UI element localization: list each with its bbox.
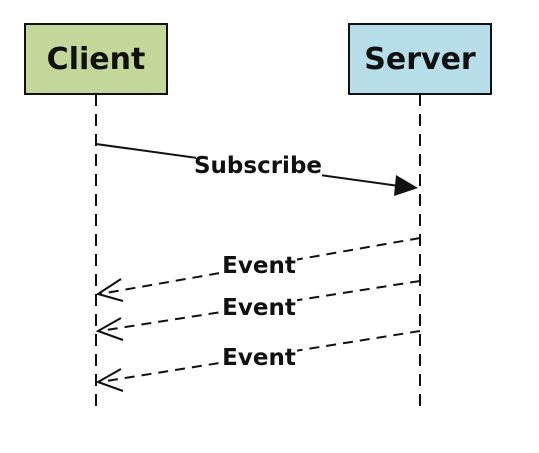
message-event-2: Event (95, 280, 421, 341)
client-actor: Client (24, 23, 168, 95)
event-2-label-bg (221, 292, 297, 322)
event-2-arrowhead (95, 317, 124, 341)
subscribe-arrowhead (394, 175, 418, 196)
server-label: Server (364, 42, 476, 77)
client-box (24, 23, 168, 95)
event-3-label: Event (222, 345, 296, 371)
client-label: Client (47, 42, 146, 77)
message-event-1: Event (95, 237, 421, 302)
subscribe-label: Subscribe (194, 153, 322, 179)
event-2-label: Event (222, 295, 296, 321)
message-event-3: Event (95, 330, 421, 392)
message-subscribe: Subscribe (95, 143, 418, 196)
event-3-arrowhead (95, 368, 124, 392)
event-1-arrowhead (95, 278, 124, 302)
event-1-label: Event (222, 253, 296, 279)
event-1-label-bg (221, 250, 297, 280)
server-box (348, 23, 492, 95)
event-3-label-bg (221, 342, 297, 372)
server-actor: Server (348, 23, 492, 95)
subscribe-label-bg (196, 150, 322, 180)
